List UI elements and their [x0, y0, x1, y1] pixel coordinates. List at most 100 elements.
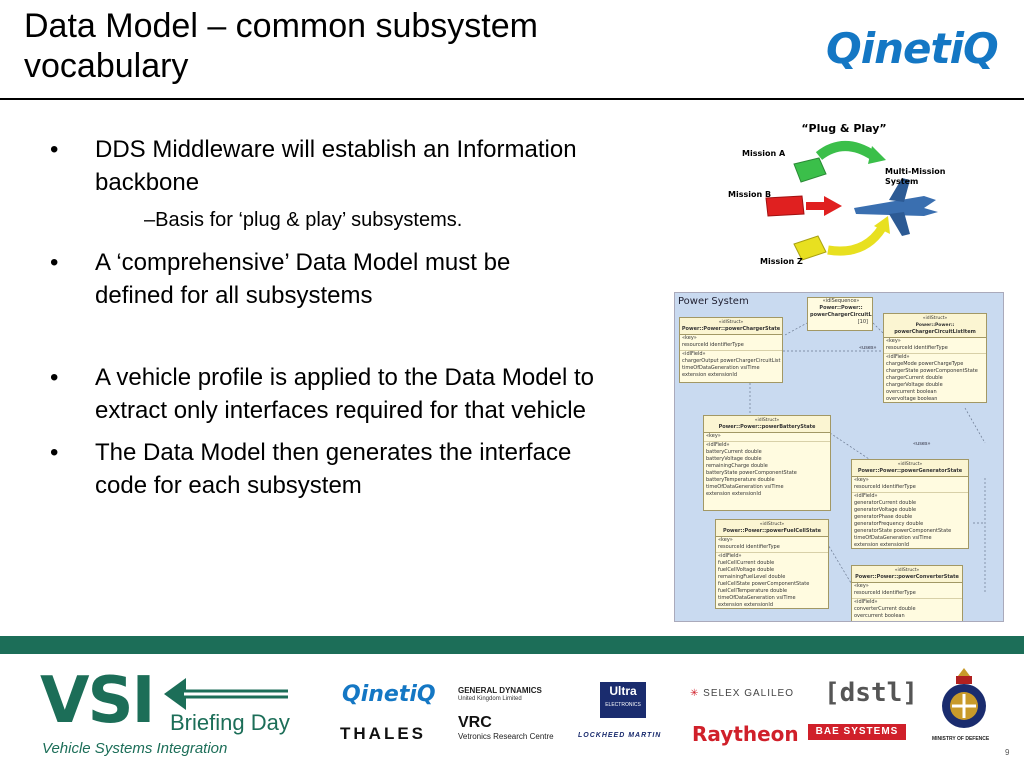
uml-class-name: powerChargerCircuitListItem — [894, 329, 976, 335]
uml-field: chargeMode powerChargeType — [886, 361, 964, 367]
uml-uses-label: «uses» — [913, 441, 931, 447]
uml-class-name: Power::Power:: — [915, 323, 955, 328]
bullet-item: • A ‘comprehensive’ Data Model must be d… — [50, 246, 690, 312]
uml-class-header: «idlStruct»Power::Power::powerGeneratorS… — [852, 460, 968, 477]
uml-field: overvoltage boolean — [886, 396, 938, 402]
multi-mission-label: Multi-Mission — [885, 167, 946, 176]
bullet-line: DDS Middleware will establish an Informa… — [95, 136, 577, 163]
uml-stereotype: «idlStruct» — [718, 320, 744, 325]
sponsor-dstl-logo: [dstl] — [824, 678, 918, 708]
uml-stereotype: «idlStruct» — [754, 418, 780, 423]
sponsor-qinetiq-logo: QinetiQ — [342, 682, 436, 707]
uml-field: fuelCellState powerComponentState — [718, 581, 810, 587]
uml-key-section: «key» — [704, 433, 830, 442]
red-arrowhead-icon — [824, 196, 842, 216]
bullet-line: A ‘comprehensive’ Data Model must be — [95, 249, 511, 276]
uml-key-label: «key» — [706, 433, 721, 439]
title-divider — [0, 98, 1024, 100]
plug-and-play-diagram: “Plug & Play” Mission A Mission B Missio… — [728, 122, 946, 266]
bullet-item: • A vehicle profile is applied to the Da… — [50, 361, 690, 427]
uml-field: batteryVoltage double — [706, 456, 762, 462]
uml-class-name: Power::Power::powerConverterState — [855, 574, 959, 580]
page-number: 9 — [1005, 748, 1010, 757]
sponsor-bae-logo: BAE SYSTEMS — [808, 724, 906, 740]
briefing-day-label: Briefing Day — [170, 710, 290, 735]
uml-key-label: «key» — [886, 338, 901, 344]
yellow-arrowhead-icon — [874, 216, 890, 234]
uml-stereotype: «idlStruct» — [922, 316, 948, 321]
uml-field: fuelCellVoltage double — [718, 567, 775, 573]
bullet-line: The Data Model then generates the interf… — [95, 439, 572, 466]
uml-class-name: Power::Power::powerChargerState — [681, 326, 781, 332]
sponsor-gd-logo: GENERAL DYNAMICS — [458, 686, 542, 695]
bullet-dot: • — [50, 249, 59, 276]
uml-stereotype: «idlStruct» — [897, 462, 923, 467]
mission-b-label: Mission B — [728, 190, 771, 199]
uml-field: batteryCurrent double — [706, 449, 762, 455]
uml-field: chargerState powerComponentState — [886, 368, 978, 374]
uml-field: resourceId identifierType — [886, 345, 948, 351]
uml-class-header: «idlStruct»Power::Power::powerConverterS… — [852, 566, 962, 583]
uml-field: generatorFrequency double — [854, 521, 924, 527]
multi-mission-system-label: System — [885, 177, 918, 186]
uml-class-header: «idlStruct»Power::Power::powerChargerSta… — [680, 318, 782, 335]
uml-key-section: «key»resourceId identifierType — [884, 338, 986, 354]
uml-field-label: «idlField» — [854, 599, 878, 605]
uml-class-box: «idlStruct»Power::Power::powerBatterySta… — [703, 415, 831, 511]
sub-bullet: –Basis for ‘plug & play’ subsystems. — [144, 209, 463, 231]
yellow-arrow-icon — [827, 225, 886, 256]
bullet-item: • The Data Model then generates the inte… — [50, 436, 690, 502]
bullet-line: A vehicle profile is applied to the Data… — [95, 364, 594, 391]
selex-logo-text: SELEX GALILEO — [703, 688, 794, 699]
slide-title: Data Model – common subsystem vocabulary — [24, 6, 724, 86]
back-arrow-icon — [164, 678, 288, 710]
qinetiq-logo: QinetiQ — [826, 24, 999, 73]
sponsor-ultra-logo: Ultra ELECTRONICS — [600, 682, 646, 718]
sponsor-thales-logo: THALES — [340, 724, 426, 743]
uml-field: remainingCharge double — [706, 463, 768, 469]
vsi-logo: VSI Briefing Day Vehicle Systems Integra… — [10, 662, 310, 760]
uml-field: overcurrent boolean — [886, 389, 937, 395]
uml-field: fuelCellCurrent double — [718, 560, 775, 566]
sponsor-vrc-sub: Vetronics Research Centre — [458, 732, 554, 741]
uml-field: fuelCellTemperature double — [718, 588, 788, 594]
vsi-logo-text: VSI — [40, 664, 155, 738]
bullet-line: defined for all subsystems — [95, 282, 373, 309]
uml-field: converterCurrent double — [854, 606, 916, 612]
uml-class-box: «idlStruct»Power::Power::powerGeneratorS… — [851, 459, 969, 549]
slide-title-line1: Data Model – common subsystem — [24, 7, 538, 45]
uml-field: remainingFuelLevel double — [718, 574, 786, 580]
bullet-line: extract only interfaces required for tha… — [95, 397, 586, 424]
uml-stereotype: «idlStruct» — [894, 568, 920, 573]
uml-class-header: «idlStruct»Power::Power::powerBatterySta… — [704, 416, 830, 433]
uml-field: batteryState powerComponentState — [706, 470, 797, 476]
vsi-tagline: Vehicle Systems Integration — [42, 740, 228, 757]
mission-a-label: Mission A — [742, 149, 786, 158]
selex-star-icon: ✳ — [690, 688, 700, 699]
bullet-dot: • — [50, 439, 59, 466]
uml-field: chargerVoltage double — [886, 382, 943, 388]
uml-field: timeOfDataGeneration vsiTime — [718, 595, 796, 601]
uml-field: generatorPhase double — [854, 514, 913, 520]
bullet-line: backbone — [95, 169, 200, 196]
uml-class-name: Power::Power::powerBatteryState — [718, 424, 816, 430]
uml-class-name: powerChargerCircuitList — [810, 312, 872, 318]
uml-stereotype: «idlStruct» — [759, 522, 785, 527]
uml-class-header: «idlStruct»Power::Power::powerChargerCir… — [884, 314, 986, 338]
uml-key-label: «key» — [854, 477, 869, 483]
bullet-dot: • — [50, 136, 59, 163]
uml-key-section: «key»resourceId identifierType — [716, 537, 828, 553]
green-arrowhead-icon — [868, 146, 886, 164]
uml-field: timeOfDataGeneration vsiTime — [706, 484, 784, 490]
uml-field: extension extensionId — [718, 602, 773, 608]
green-connector-icon — [793, 157, 827, 183]
uml-bound: [10] — [857, 319, 868, 325]
ultra-logo-sub: ELECTRONICS — [605, 702, 641, 708]
mod-crest-icon — [942, 668, 986, 728]
uml-key-section: «key»resourceId identifierType — [852, 583, 962, 599]
uml-field-label: «idlField» — [718, 553, 742, 559]
sponsor-vrc-logo: VRC — [458, 714, 492, 731]
uml-field: extension extensionId — [682, 372, 737, 378]
uml-class-header: «idlStruct»Power::Power::powerFuelCellSt… — [716, 520, 828, 537]
uml-key-label: «key» — [718, 537, 733, 543]
